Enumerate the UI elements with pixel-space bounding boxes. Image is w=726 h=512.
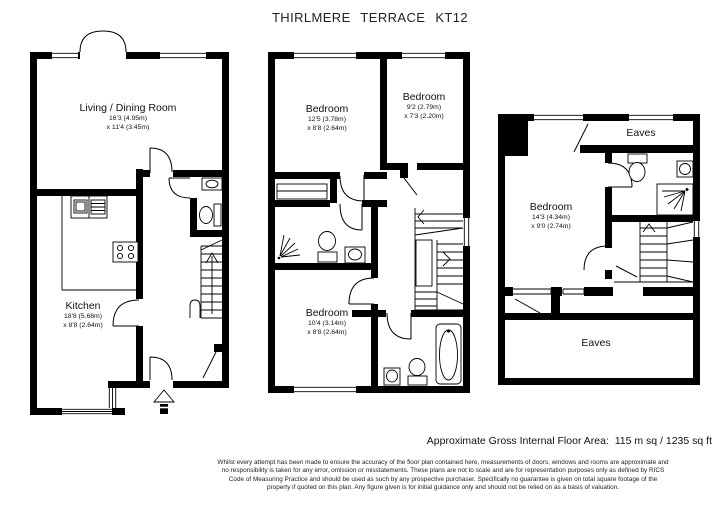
disclaimer-line: Code of Measuring Practice and should be… <box>228 475 658 483</box>
hob-icon <box>112 241 139 263</box>
bathroom-sink-icon <box>383 367 401 386</box>
room-dim: x 8'8 (2.64m) <box>63 322 103 329</box>
gross-internal-area: Approximate Gross Internal Floor Area: 1… <box>426 435 712 447</box>
chimney-block <box>498 114 528 156</box>
stairs-icon <box>414 208 464 311</box>
disclaimer: Whilst every attempt has been made to en… <box>170 459 716 493</box>
ground-floor-plan <box>30 30 229 415</box>
wardrobe-icon <box>276 183 328 200</box>
living-dining-label: Living / Dining Room 16'3 (4.95m) x 11'4… <box>80 103 177 132</box>
wc-door <box>168 177 191 199</box>
bedroom-rear-door <box>403 177 418 196</box>
room-dim: 12'5 (3.78m) <box>308 116 346 123</box>
kitchen-sink-icon <box>70 195 108 219</box>
window <box>463 218 470 246</box>
room-dim: x 11'4 (3.45m) <box>106 124 150 131</box>
bedroom-front-door <box>339 175 365 202</box>
entrance-opening <box>150 381 173 388</box>
window <box>52 52 78 59</box>
bedroom-door <box>583 245 609 271</box>
shower-room-door <box>607 162 633 188</box>
room-name: Kitchen <box>65 300 101 312</box>
wc-sink-icon <box>201 177 223 191</box>
window <box>294 386 356 393</box>
room-dim: 16'3 (4.95m) <box>109 115 147 122</box>
window <box>108 388 117 408</box>
stairs-icon <box>189 239 223 319</box>
window <box>160 52 206 59</box>
room-dim: 14'3 (4.34m) <box>532 214 570 221</box>
bedroom-rear-label: Bedroom 9'2 (2.79m) x 7'3 (2.20m) <box>403 92 446 121</box>
shower-room-door <box>339 203 363 231</box>
knee-walls <box>505 288 585 295</box>
window <box>693 221 700 237</box>
shower-icon <box>277 234 301 260</box>
room-dim: x 9'0 (2.74m) <box>531 223 571 230</box>
understairs-door <box>615 265 638 278</box>
room-name: Bedroom <box>305 103 349 115</box>
toilet-icon <box>317 231 338 263</box>
bedroom-second-floor-label: Bedroom 14'3 (4.34m) x 9'0 (2.74m) <box>530 202 573 231</box>
bathtub-icon <box>435 323 462 385</box>
eaves-bottom-label: Eaves <box>581 337 611 349</box>
eaves-top-label: Eaves <box>626 127 656 139</box>
room-name: Bedroom <box>305 307 349 319</box>
sink-icon <box>676 160 694 178</box>
disclaimer-line: Whilst every attempt has been made to en… <box>217 459 669 466</box>
corridor-door <box>514 298 541 314</box>
room-dim: 18'8 (5.68m) <box>64 313 102 320</box>
bedroom-third-label: Bedroom 10'4 (3.14m) x 8'8 (2.64m) <box>306 308 349 337</box>
door-arcs <box>339 175 418 340</box>
door-arcs <box>112 147 217 381</box>
entry-arrow-icon <box>153 389 175 414</box>
room-dim: 9'2 (2.79m) <box>406 104 442 111</box>
second-floor-plan <box>498 114 700 385</box>
toilet-icon <box>627 153 648 182</box>
room-name: Bedroom <box>529 201 573 213</box>
plan-title: THIRLMERE TERRACE KT12 <box>271 10 469 25</box>
window <box>294 52 356 59</box>
windows <box>52 52 206 415</box>
room-name: Bedroom <box>402 91 446 103</box>
sink-icon <box>344 246 366 264</box>
window <box>629 114 673 121</box>
window <box>62 408 112 415</box>
room-dim: 10'4 (3.14m) <box>308 320 346 327</box>
understairs-door <box>202 351 217 379</box>
windows <box>534 114 700 237</box>
walls <box>498 114 700 385</box>
bedroom-front-label: Bedroom 12'5 (3.78m) x 8'8 (2.64m) <box>306 104 349 133</box>
french-door-opening <box>80 52 126 59</box>
entrance-door <box>149 356 173 381</box>
window <box>402 52 445 59</box>
windows <box>294 52 470 393</box>
bathroom-toilet-icon <box>407 358 428 386</box>
bathroom-door <box>386 312 412 340</box>
disclaimer-line: no responsibility is taken for any error… <box>221 467 665 475</box>
shower-icon <box>656 183 694 216</box>
room-dim: x 8'8 (2.64m) <box>307 125 347 132</box>
kitchen-label: Kitchen 18'8 (5.68m) x 8'8 (2.64m) <box>63 301 102 330</box>
door-arcs <box>514 123 638 314</box>
eaves-access-door <box>573 123 589 153</box>
walls <box>30 52 229 415</box>
room-name: Living / Dining Room <box>79 102 177 114</box>
room-dim: x 7'3 (2.20m) <box>404 113 444 120</box>
french-doors-icon <box>79 30 127 53</box>
bedroom-third-door <box>348 277 375 305</box>
disclaimer-line: property if quoted on this plan. Any fig… <box>266 484 620 492</box>
living-room-door <box>149 147 173 173</box>
window <box>534 114 583 121</box>
room-dim: x 8'8 (2.64m) <box>307 329 347 336</box>
kitchen-counter <box>61 196 136 291</box>
first-floor-plan <box>268 52 470 393</box>
wc-toilet-icon <box>199 203 222 227</box>
kitchen-door <box>112 299 140 327</box>
stairs-icon <box>614 221 694 283</box>
